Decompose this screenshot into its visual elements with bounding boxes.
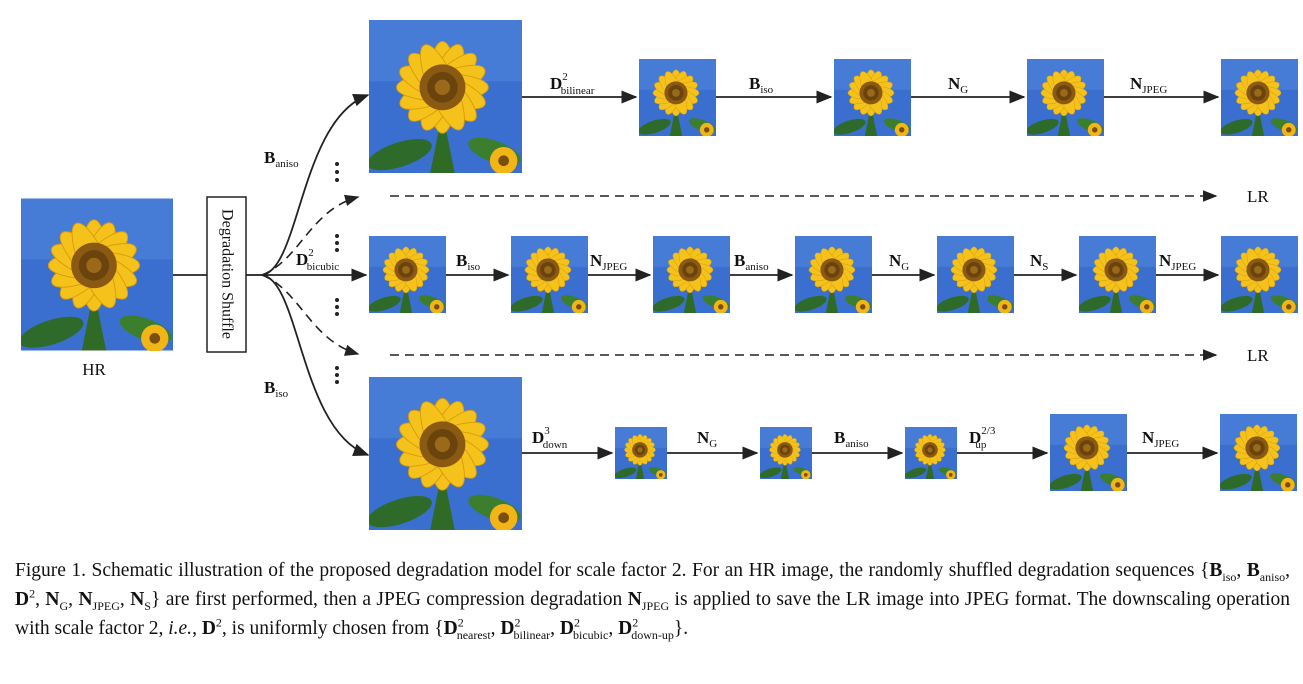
row1-image-3 [1027, 59, 1104, 136]
figure-caption: Figure 1. Schematic illustration of the … [15, 560, 1290, 642]
caption-njpeg: NJPEG [627, 589, 670, 613]
row1-op-1: Biso [749, 74, 774, 96]
caption-d2: D2 [201, 615, 222, 640]
lr-label-2: LR [1247, 346, 1269, 365]
row3-image-1 [615, 427, 667, 479]
row2-op-0: Biso [456, 251, 481, 273]
row2-image-3 [795, 236, 872, 313]
branch-label-b-iso: Biso [264, 378, 289, 400]
row3-image-2 [760, 427, 812, 479]
row2-op-2: Baniso [734, 251, 769, 273]
branch-bottom-arrow [261, 274, 370, 457]
row3-op-2: Baniso [834, 428, 869, 450]
row2-op-1: NJPEG [590, 251, 627, 273]
row1-image-4 [1221, 59, 1298, 136]
lr-label-1: LR [1247, 187, 1269, 206]
row2-image-0 [369, 236, 446, 313]
row2-image-4 [937, 236, 1014, 313]
row2-image-5 [1079, 236, 1156, 313]
hr-image [21, 198, 173, 351]
row3-image-4 [1050, 414, 1127, 491]
row1-op-2: NG [948, 74, 968, 96]
row3-image-5 [1220, 414, 1297, 491]
row1-op-3: NJPEG [1130, 74, 1167, 96]
branch-dashed-lower-arrow [261, 274, 360, 356]
row2-image-6 [1221, 236, 1298, 313]
row1-image-0 [369, 20, 522, 173]
row1-image-2 [834, 59, 911, 136]
row2-image-2 [653, 236, 730, 313]
row2-op-3: NG [889, 251, 909, 273]
caption-text-5: , is uniformly chosen from [221, 618, 435, 639]
caption-text-2: are first performed, then a JPEG compres… [160, 589, 628, 610]
hr-label: HR [82, 360, 106, 379]
branch-dashed-upper-arrow [261, 194, 360, 276]
caption-ie: i.e. [168, 618, 193, 639]
branch-label-b-aniso: Baniso [264, 148, 299, 170]
caption-downscale-set: {D2nearest, D2bilinear, D2bicubic, D2dow… [434, 615, 684, 642]
row3-op-4: NJPEG [1142, 428, 1179, 450]
row2-op-4: NS [1030, 251, 1048, 273]
caption-sequence-set: {Biso, Baniso, D2, NG, NJPEG, NS} [15, 560, 1290, 613]
branch-top-arrow [261, 93, 370, 276]
caption-text-1: Figure 1. Schematic illustration of the … [15, 560, 1200, 581]
row3-image-0 [369, 377, 522, 530]
caption-text-3: is applied to save the LR image into JPE… [15, 589, 1290, 639]
ellipsis-dots [335, 162, 339, 384]
row2-op-5: NJPEG [1159, 251, 1196, 273]
row3-op-1: NG [697, 428, 717, 450]
degradation-shuffle-label: Degradation Shuffle [218, 209, 235, 339]
row2-image-1 [511, 236, 588, 313]
row3-image-3 [905, 427, 957, 479]
row1-image-1 [639, 59, 716, 136]
